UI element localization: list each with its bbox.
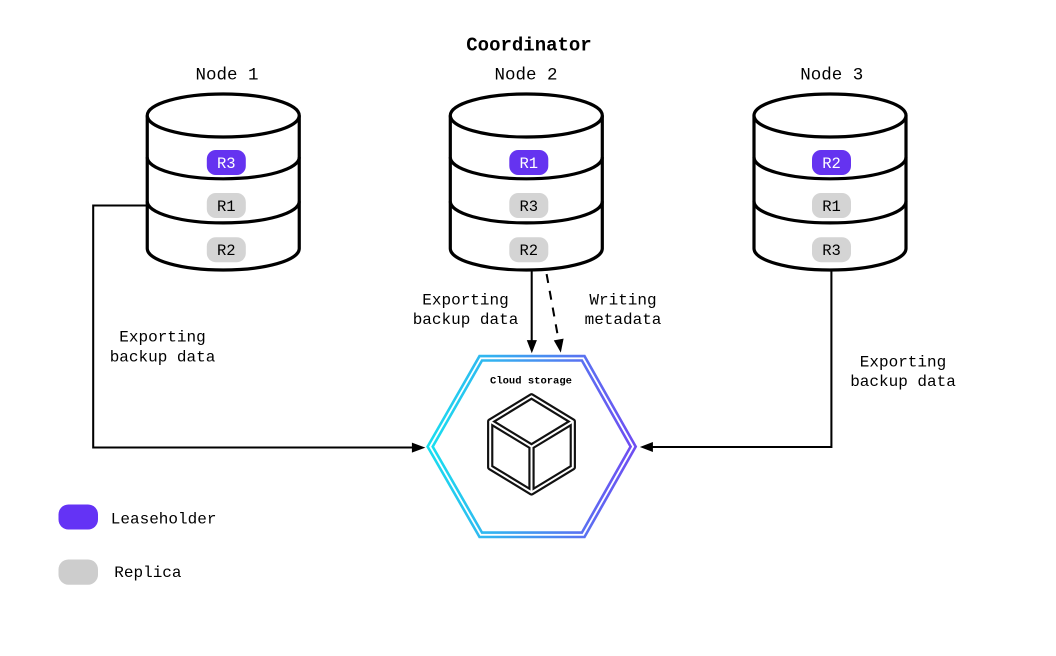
- svg-text:Leaseholder: Leaseholder: [111, 511, 217, 529]
- svg-text:backup data: backup data: [850, 373, 956, 391]
- svg-text:Node 2: Node 2: [494, 66, 557, 86]
- svg-text:R2: R2: [519, 242, 538, 260]
- svg-text:Exporting: Exporting: [119, 329, 205, 347]
- svg-text:Replica: Replica: [114, 564, 182, 582]
- svg-text:R2: R2: [217, 242, 236, 260]
- svg-text:R2: R2: [822, 155, 841, 173]
- svg-text:backup data: backup data: [110, 349, 216, 367]
- svg-text:Coordinator: Coordinator: [466, 35, 591, 57]
- svg-text:backup data: backup data: [413, 311, 519, 329]
- svg-text:Exporting: Exporting: [860, 354, 946, 372]
- svg-text:metadata: metadata: [585, 311, 662, 329]
- svg-text:Exporting: Exporting: [422, 291, 508, 309]
- svg-text:R3: R3: [217, 155, 236, 173]
- svg-text:R1: R1: [217, 198, 236, 216]
- svg-text:R1: R1: [822, 198, 841, 216]
- svg-text:Cloud storage: Cloud storage: [490, 376, 572, 388]
- svg-text:R3: R3: [822, 242, 841, 260]
- svg-text:Node 1: Node 1: [195, 66, 258, 86]
- svg-text:R3: R3: [519, 198, 538, 216]
- svg-text:Node 3: Node 3: [800, 66, 863, 86]
- svg-text:Writing: Writing: [589, 291, 656, 309]
- svg-text:R1: R1: [519, 155, 538, 173]
